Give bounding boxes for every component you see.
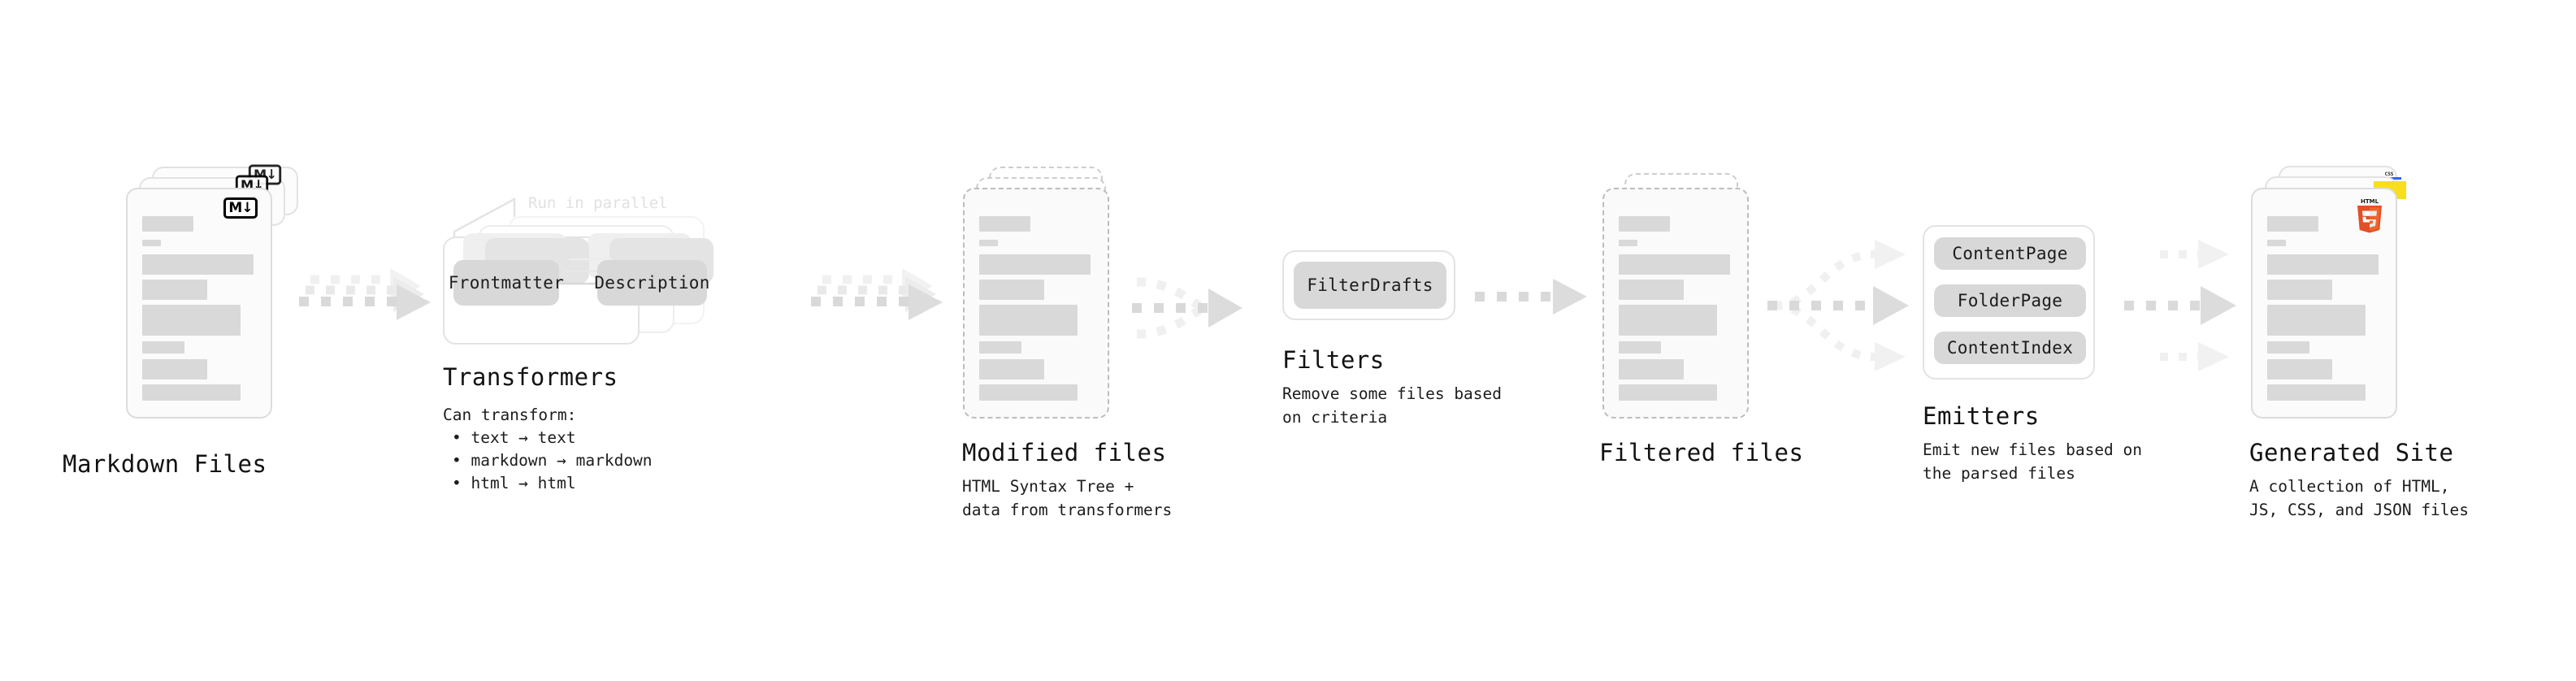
- filtered-card-content: [1604, 189, 1747, 417]
- filtered-card-front: [1602, 188, 1749, 419]
- stage-generated-site: CSS HTML: [2249, 166, 2469, 519]
- generated-card-front: HTML: [2251, 188, 2397, 419]
- content-bar: [1619, 305, 1717, 336]
- content-bar: [1619, 216, 1670, 232]
- markdown-badge: M↓: [223, 197, 258, 219]
- arrow-filters-to-filtered-files: [1475, 279, 1587, 314]
- stage-modified-files: Modified files HTML Syntax Tree + data f…: [962, 167, 1172, 519]
- content-bar: [142, 280, 207, 300]
- filtered-file-stack: [1602, 167, 1781, 419]
- content-bar: [2267, 305, 2366, 336]
- content-bar: [142, 240, 161, 246]
- content-bar: [2267, 359, 2332, 380]
- content-bar: [1619, 384, 1717, 401]
- stage-title-generated-site: Generated Site: [2249, 439, 2454, 466]
- transformer-chip-frontmatter[interactable]: Frontmatter: [449, 260, 564, 306]
- modified-file-stack: [963, 167, 1142, 419]
- stage-title-emitters: Emitters: [1923, 402, 2040, 430]
- arrow-markdown-to-transformers: [299, 268, 431, 320]
- content-bar: [979, 305, 1078, 336]
- transformers-bullet-1: • markdown → markdown: [452, 451, 653, 470]
- content-bar: [2267, 216, 2318, 232]
- emitter-chip-contentindex[interactable]: ContentIndex: [1934, 332, 2086, 364]
- content-bar: [142, 305, 241, 336]
- arrow-transformers-to-modified: [811, 268, 943, 320]
- arrow-filtered-files-to-emitters: [1767, 240, 1909, 371]
- content-bar: [1619, 240, 1637, 246]
- generated-card-content: [2253, 189, 2396, 417]
- transformer-chip-description[interactable]: Description: [594, 260, 709, 306]
- html5-badge: HTML: [2353, 196, 2386, 233]
- transformers-bullet-0: • text → text: [452, 428, 576, 447]
- stage-title-transformers: Transformers: [443, 363, 618, 391]
- stage-title-modified-files: Modified files: [962, 439, 1167, 466]
- content-bar: [142, 341, 184, 354]
- transformers-bullet-2: • html → html: [452, 474, 576, 492]
- content-bar: [979, 254, 1091, 275]
- content-bar: [1619, 341, 1661, 354]
- content-bar: [2267, 384, 2366, 401]
- stage-title-markdown-files: Markdown Files: [63, 450, 267, 478]
- content-bar: [979, 359, 1044, 380]
- modified-card-front: [963, 188, 1109, 419]
- transformers-subtitle-heading: Can transform:: [443, 406, 577, 424]
- content-bar: [1619, 254, 1730, 275]
- emitters-subtitle: Emit new files based on the parsed files: [1923, 440, 2143, 483]
- content-bar: [2267, 341, 2309, 354]
- emitter-chip-folderpage[interactable]: FolderPage: [1934, 284, 2086, 317]
- content-bar: [979, 280, 1044, 300]
- content-bar: [142, 359, 207, 380]
- filter-chip-filterdrafts[interactable]: FilterDrafts: [1294, 262, 1446, 309]
- stage-title-filtered-files: Filtered files: [1599, 439, 1804, 466]
- emitter-chip-contentpage[interactable]: ContentPage: [1934, 237, 2086, 270]
- generated-file-stack: CSS HTML: [2251, 166, 2430, 419]
- content-bar: [1619, 280, 1684, 300]
- run-in-parallel-label: Run in parallel: [528, 194, 668, 212]
- markdown-card-content: [128, 189, 271, 417]
- arrow-modified-to-filters: [1132, 277, 1242, 339]
- content-bar: [1619, 359, 1684, 380]
- stage-title-filters: Filters: [1282, 346, 1385, 374]
- svg-text:CSS: CSS: [2385, 171, 2394, 177]
- content-bar: [2267, 254, 2379, 275]
- content-bar: [979, 384, 1078, 401]
- modified-card-content: [965, 189, 1108, 417]
- arrow-emitters-to-generated-site: [2124, 240, 2236, 371]
- generated-site-subtitle: A collection of HTML, JS, CSS, and JSON …: [2249, 477, 2470, 519]
- content-bar: [979, 341, 1021, 354]
- content-bar: [979, 216, 1030, 232]
- content-bar: [979, 240, 998, 246]
- markdown-file-stack: M↓ M↓ M↓: [126, 164, 305, 419]
- content-bar: [2267, 280, 2332, 300]
- content-bar: [142, 384, 241, 401]
- content-bar: [142, 254, 254, 275]
- filters-subtitle: Remove some files based on criteria: [1282, 384, 1503, 427]
- modified-files-subtitle: HTML Syntax Tree + data from transformer…: [962, 477, 1173, 519]
- content-bar: [142, 216, 193, 232]
- stage-filtered-files: Filtered files: [1599, 167, 1803, 466]
- stage-markdown-files: M↓ M↓ M↓ Markdown Files: [63, 164, 305, 478]
- content-bar: [2267, 240, 2286, 246]
- html5-badge-icon: HTML: [2357, 198, 2382, 233]
- svg-text:HTML: HTML: [2361, 198, 2379, 205]
- markdown-card-front: M↓: [126, 188, 272, 419]
